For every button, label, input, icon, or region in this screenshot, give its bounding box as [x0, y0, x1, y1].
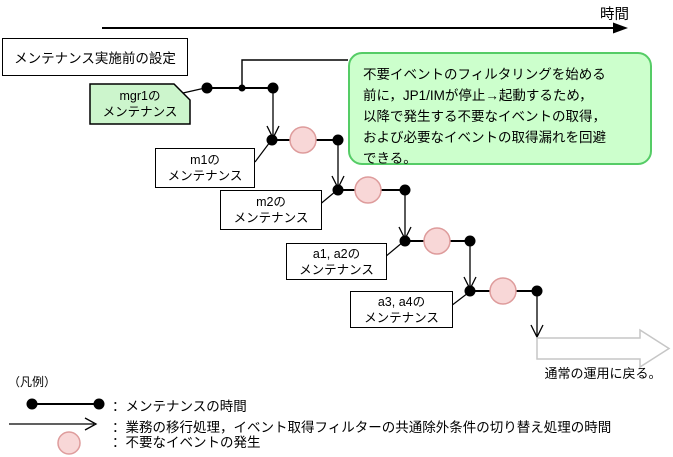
- legend-unnecessary-event-circle-icon: [57, 431, 81, 455]
- callout-note-line: 以降で発生する不要なイベントの取得，: [363, 109, 606, 124]
- callout-connector-line: [241, 59, 348, 86]
- legend-item-transition-processing: ：業務の移行処理，イベント取得フィルターの共通除外条件の切り替え処理の時間: [112, 420, 612, 435]
- pre-maintenance-settings-label: メンテナンス実施前の設定: [14, 51, 176, 66]
- step-box-a1a2-line2: メンテナンス: [299, 262, 374, 277]
- legend-item-maintenance-time: ：メンテナンスの時間: [112, 399, 247, 414]
- step-leader-a3a4: [450, 292, 469, 307]
- transition-arrow-1: [266, 93, 280, 140]
- callout-note-line: 不要イベントのフィルタリングを始める: [363, 67, 606, 82]
- step-box-a3a4-line2: メンテナンス: [364, 310, 439, 325]
- step-box-mgr1-shape: [89, 83, 191, 125]
- step-box-mgr1-line1: mgr1の: [119, 89, 161, 103]
- step-box-m1-line1: m1の: [190, 153, 220, 167]
- legend-maintenance-duration-line-icon: [26, 398, 105, 410]
- time-axis-label: 時間: [600, 7, 629, 23]
- callout-note-line: および必要なイベントの取得漏れを回避: [363, 130, 606, 145]
- step-leader-m1: [254, 141, 271, 163]
- step-leader-a1a2: [384, 241, 404, 258]
- normal-operation-label: 通常の運用に戻る。: [544, 366, 662, 381]
- unnecessary-event-circle-a3a4: [489, 277, 517, 305]
- step-box-a3a4: a3, a4の メンテナンス: [350, 291, 453, 328]
- step-box-m2-line2: メンテナンス: [233, 211, 309, 225]
- transition-arrow-2: [331, 145, 345, 190]
- step-box-m1: m1の メンテナンス: [155, 148, 255, 188]
- unnecessary-event-circle-a1a2: [423, 227, 451, 255]
- step-box-a3a4-line1: a3, a4の: [377, 294, 426, 309]
- pre-maintenance-settings-box: メンテナンス実施前の設定: [2, 38, 188, 76]
- callout-note-line: 前に，JP1/IMが停止→起動するため，: [363, 88, 593, 103]
- time-axis-arrow: [102, 22, 628, 34]
- step-box-a1a2: a1, a2の メンテナンス: [286, 243, 387, 280]
- unnecessary-event-circle-m2: [354, 176, 382, 204]
- step-leader-mgr1: [182, 87, 206, 94]
- step-box-a1a2-line1: a1, a2の: [312, 246, 361, 261]
- legend-transition-arrow-icon: [9, 417, 98, 431]
- normal-operation-arrow: [536, 328, 671, 369]
- callout-note-line: できる。: [363, 151, 417, 166]
- unnecessary-event-circle-m1: [289, 126, 317, 154]
- legend-title: （凡例）: [8, 375, 57, 389]
- transition-arrow-5: [530, 296, 544, 339]
- step-box-m2: m2の メンテナンス: [220, 190, 322, 230]
- step-box-mgr1: mgr1の メンテナンス: [90, 84, 190, 124]
- legend-item-unnecessary-event: ：不要なイベントの発生: [112, 435, 261, 450]
- callout-note: 不要イベントのフィルタリングを始める 前に，JP1/IMが停止→起動するため， …: [348, 52, 652, 166]
- step-box-m2-line1: m2の: [256, 195, 286, 209]
- step-box-m1-line2: メンテナンス: [167, 169, 243, 183]
- transition-arrow-4: [463, 246, 477, 291]
- step-box-mgr1-line2: メンテナンス: [102, 105, 178, 119]
- maintenance-line-dots: [201, 82, 543, 297]
- transition-arrow-3: [398, 195, 412, 241]
